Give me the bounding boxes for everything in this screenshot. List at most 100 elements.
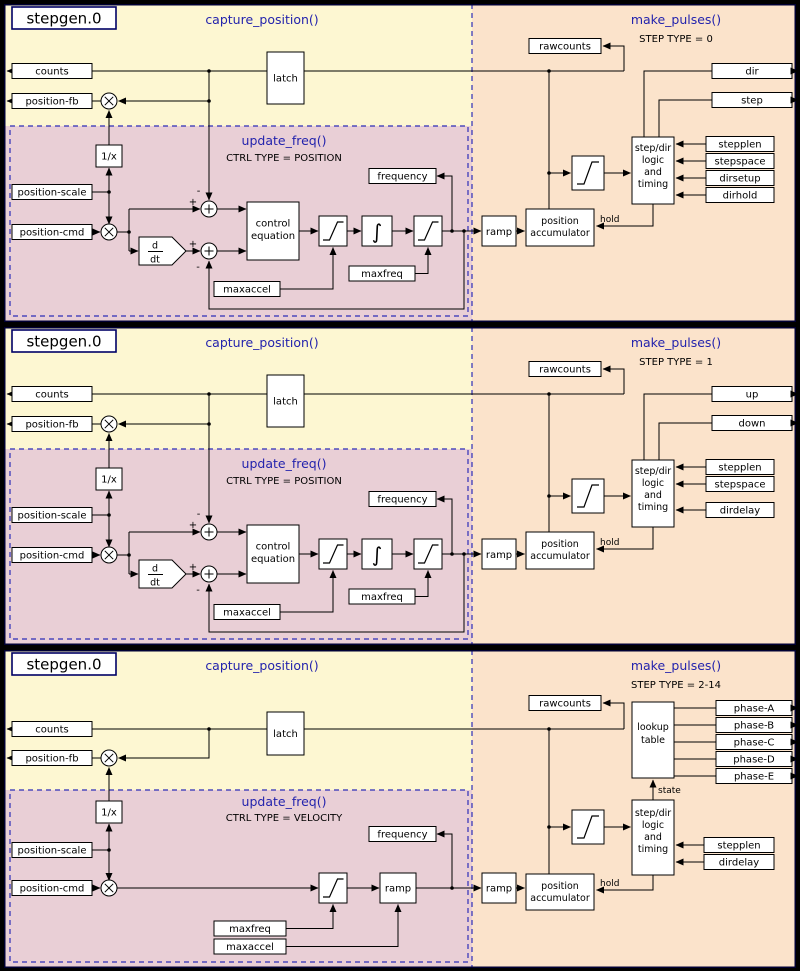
maxfreq-pin-label: maxfreq [361, 269, 403, 280]
frequency-pin-box [368, 826, 437, 842]
frequency-pin-label: frequency [377, 830, 427, 841]
limiter-icon [418, 544, 439, 564]
up-pin-label: up [746, 390, 759, 401]
wires [6, 42, 712, 310]
lookup-table-block [631, 701, 675, 779]
plus-sign: + [189, 520, 197, 531]
phase-c-pin-label: phase-C [734, 738, 775, 749]
dirhold-pin-box [705, 187, 775, 203]
position-fb-pin-box [11, 750, 93, 766]
rawcounts-pin-label: rawcounts [539, 42, 591, 53]
maxaccel-pin-label: maxaccel [226, 942, 274, 953]
control-equation-label-2: equation [251, 231, 295, 242]
frequency-pin-label: frequency [377, 172, 427, 183]
phase-e-pin-label: phase-E [734, 772, 774, 783]
rawcounts-pin-label: rawcounts [539, 699, 591, 710]
junction-dots [107, 69, 551, 234]
component-title: stepgen.0 [26, 656, 101, 674]
hold-label: hold [600, 215, 619, 225]
rawcounts-pin-box [528, 695, 602, 711]
multiply-icon [104, 550, 114, 560]
reciprocal-label: 1/x [101, 475, 117, 486]
position-accumulator-block [525, 208, 595, 247]
logic-label-2: logic [642, 478, 664, 489]
rawcounts-pin-box [528, 361, 602, 377]
accumulator-label-1: position [541, 881, 579, 892]
stepspace-pin-label: stepspace [715, 157, 766, 168]
accumulator-label-2: accumulator [530, 228, 590, 239]
limiter-icon [323, 544, 344, 564]
maxfreq-pin-label: maxfreq [229, 924, 271, 935]
derivative-denominator: dt [150, 255, 160, 266]
position-scale-pin-box [11, 184, 93, 200]
plus-sign: + [189, 239, 197, 250]
logic-label-2: logic [642, 155, 664, 166]
ramp-label: ramp [486, 550, 512, 561]
sum-icon [204, 569, 214, 579]
maxaccel-pin-label: maxaccel [223, 608, 271, 619]
integrator-block [361, 215, 393, 247]
accumulator-label-2: accumulator [530, 551, 590, 562]
down-pin-label: down [739, 419, 766, 430]
component-title-box [11, 652, 117, 676]
counts-pin-box [11, 63, 93, 79]
latch-label: latch [273, 74, 298, 85]
frequency-pin-box [368, 491, 437, 507]
position-scale-pin-box [11, 507, 93, 523]
maxfreq-pin-label: maxfreq [361, 592, 403, 603]
control-equation-label-1: control [256, 542, 291, 553]
ramp-label: ramp [486, 227, 512, 238]
blocks: counts position-fb position-scale positi… [11, 38, 799, 297]
step-type-label: STEP TYPE = 0 [639, 34, 713, 45]
limiter-icon [418, 221, 439, 241]
dirdelay-pin-label: dirdelay [719, 858, 759, 869]
control-equation-label-1: control [256, 219, 291, 230]
integrator-icon: ∫ [372, 543, 382, 567]
accumulator-label-1: position [541, 539, 579, 550]
integrator-icon: ∫ [372, 220, 382, 244]
step-type-label: STEP TYPE = 1 [639, 357, 713, 368]
capture-position-title: capture_position() [205, 335, 318, 350]
position-cmd-pin-box [11, 880, 93, 896]
reciprocal-block [95, 467, 123, 491]
update-freq-dashed-box [9, 789, 469, 963]
dirdelay-pin-box [703, 854, 775, 870]
maxaccel-pin-box [213, 281, 281, 297]
position-accumulator-block [525, 873, 595, 911]
latch-block [266, 374, 305, 428]
stepplen-pin-label: stepplen [718, 140, 761, 151]
junction-dots [107, 727, 551, 890]
limiter-icon [323, 878, 344, 898]
plus-sign: + [189, 197, 197, 208]
component-title-box [11, 329, 117, 353]
stepspace-pin-label: stepspace [715, 480, 766, 491]
update-freq-title: update_freq() [242, 794, 327, 809]
blocks: counts position-fb position-scale positi… [11, 361, 799, 620]
latch-block [266, 711, 305, 756]
rawcounts-pin-box [528, 38, 602, 54]
position-scale-pin-label: position-scale [18, 511, 87, 522]
minus-sign: - [196, 585, 200, 596]
minus-sign: - [197, 186, 201, 197]
position-fb-pin-label: position-fb [25, 754, 78, 765]
step-type-label: STEP TYPE = 2-14 [631, 680, 721, 691]
latch-label: latch [273, 397, 298, 408]
position-scale-pin-box [11, 842, 93, 858]
update-freq-dashed-box [9, 448, 469, 640]
junction-dots [107, 392, 551, 557]
stepspace-pin-box [705, 476, 775, 492]
make-pulses-title: make_pulses() [631, 658, 721, 673]
step-dir-logic-block [631, 799, 675, 876]
quantizer-icon [577, 815, 599, 839]
maxfreq-pin-box [348, 588, 416, 605]
update-freq-title: update_freq() [242, 133, 327, 148]
logic-label-1: step/dir [635, 808, 671, 819]
counts-pin-label: counts [35, 67, 68, 78]
derivative-numerator: d [152, 241, 158, 252]
rawcounts-pin-label: rawcounts [539, 365, 591, 376]
ctrl-type-label: CTRL TYPE = POSITION [226, 476, 342, 487]
counts-pin-box [11, 386, 93, 402]
logic-label-3: and [644, 832, 662, 843]
quantizer-icon [577, 484, 599, 508]
maxfreq-pin-box [213, 920, 287, 937]
